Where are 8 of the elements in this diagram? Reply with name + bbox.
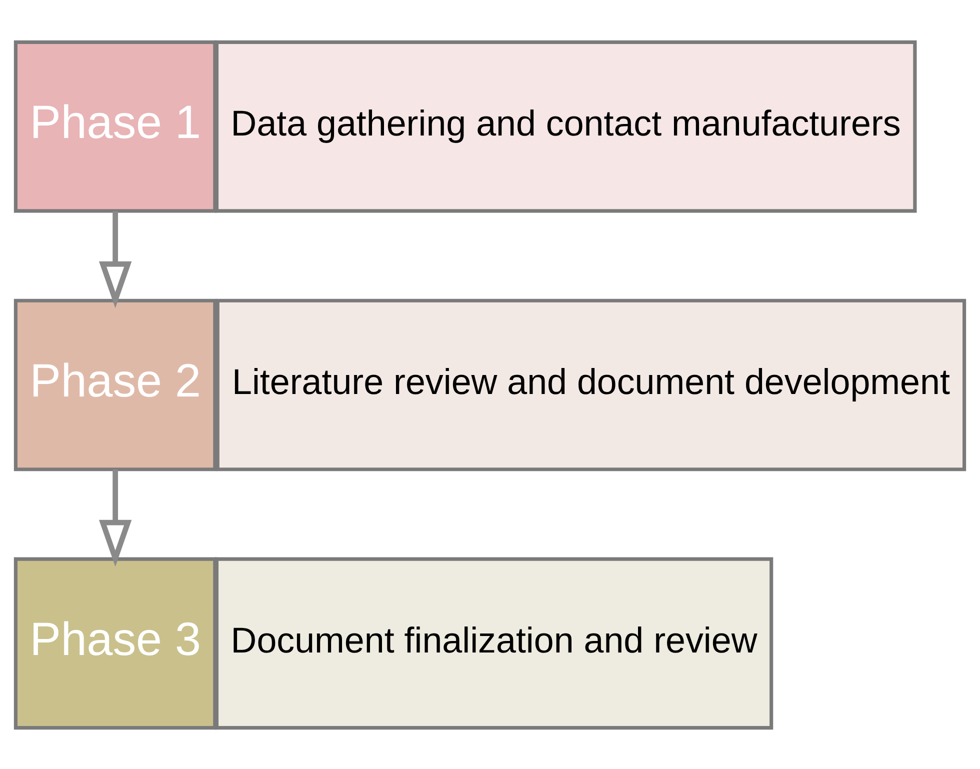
- node-box: Phase 2: [14, 298, 217, 471]
- node-box: Phase 3: [14, 556, 217, 730]
- node-box: Document finalization and review: [214, 556, 774, 730]
- node-box: Literature review and document development: [216, 298, 966, 471]
- arrow: [98, 469, 132, 566]
- node-box: Data gathering and contact manufacturers: [214, 40, 917, 212]
- node-box: Phase 1: [14, 40, 217, 212]
- arrow: [98, 210, 132, 308]
